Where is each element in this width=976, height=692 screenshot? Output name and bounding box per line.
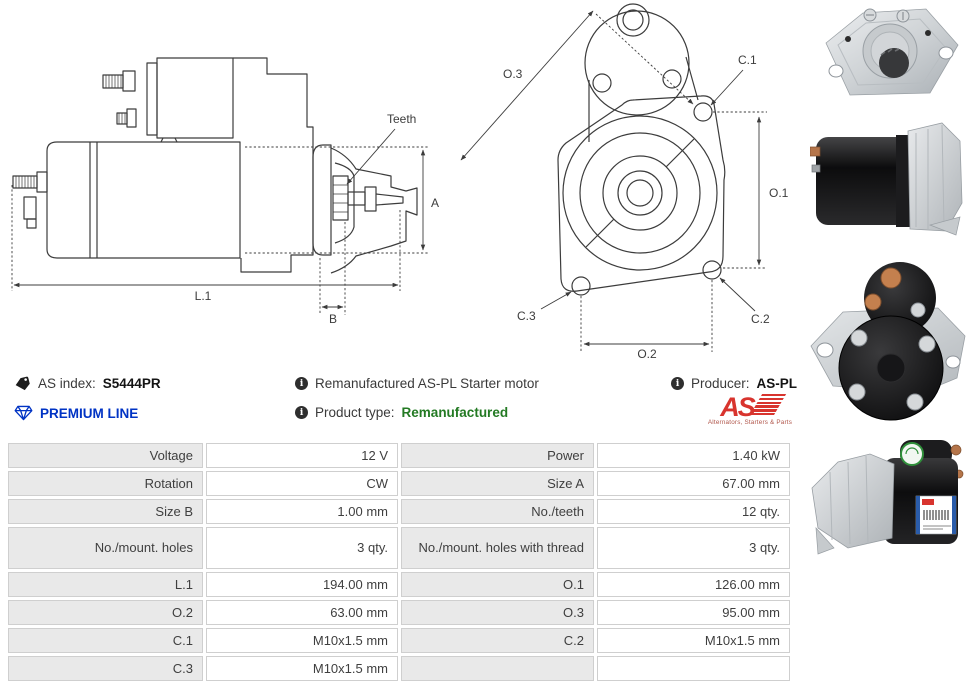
spec-label: Voltage	[8, 443, 203, 468]
spec-row-o2-o3: O.2 63.00 mm O.3 95.00 mm	[8, 600, 790, 625]
spec-value: 126.00 mm	[597, 572, 790, 597]
spec-label: C.2	[401, 628, 594, 653]
diamond-icon	[14, 405, 33, 421]
as-pl-logo: AS Alternators, Starters & Parts	[706, 392, 794, 427]
spec-row-sizeb-teeth: Size B 1.00 mm No./teeth 12 qty.	[8, 499, 790, 524]
technical-drawing-side-view: Teeth A L.1 B	[11, 57, 439, 326]
as-pl-logo-text: AS	[720, 392, 755, 422]
spec-value: 12 qty.	[597, 499, 790, 524]
spec-row-l1-o1: L.1 194.00 mm O.1 126.00 mm	[8, 572, 790, 597]
spec-label: O.1	[401, 572, 594, 597]
info-icon: i	[295, 377, 308, 390]
spec-value: 95.00 mm	[597, 600, 790, 625]
spec-value: 3 qty.	[597, 527, 790, 569]
producer-label: Producer:	[691, 376, 750, 391]
spec-label: Power	[401, 443, 594, 468]
mount-hole-c3	[571, 276, 591, 296]
spec-value	[597, 656, 790, 681]
dim-label-a: A	[431, 196, 439, 210]
product-description: i Remanufactured AS-PL Starter motor	[295, 376, 539, 391]
spec-label: O.3	[401, 600, 594, 625]
product-type: i Product type: Remanufactured	[295, 405, 508, 420]
spec-row-mount-holes: No./mount. holes 3 qty. No./mount. holes…	[8, 527, 790, 569]
product-type-label: Product type:	[315, 405, 395, 420]
product-photo-rear	[810, 262, 966, 421]
spec-row-c1-c2: C.1 M10x1.5 mm C.2 M10x1.5 mm	[8, 628, 790, 653]
spec-row-c3: C.3 M10x1.5 mm	[8, 656, 790, 681]
spec-value: 1.00 mm	[206, 499, 398, 524]
product-photo-side	[810, 122, 963, 236]
spec-row-voltage-power: Voltage 12 V Power 1.40 kW	[8, 443, 790, 468]
spec-label: C.1	[8, 628, 203, 653]
bolts	[848, 329, 936, 411]
spec-label: No./teeth	[401, 499, 594, 524]
dim-label-c3: C.3	[517, 309, 536, 323]
dim-label-b: B	[329, 312, 337, 326]
spec-table: Voltage 12 V Power 1.40 kW Rotation CW S…	[8, 443, 790, 684]
product-photo-angled-label	[811, 440, 964, 555]
spec-row-rotation-sizea: Rotation CW Size A 67.00 mm	[8, 471, 790, 496]
spec-value: M10x1.5 mm	[206, 628, 398, 653]
spec-value: 194.00 mm	[206, 572, 398, 597]
tag-icon	[15, 376, 30, 391]
starter-side-outline	[12, 57, 418, 274]
spec-label: Size B	[8, 499, 203, 524]
mount-hole-c1	[693, 102, 713, 122]
dim-label-o3: O.3	[503, 67, 523, 81]
spec-value: M10x1.5 mm	[597, 628, 790, 653]
as-pl-logo-tagline: Alternators, Starters & Parts	[707, 419, 793, 426]
dim-label-c1: C.1	[738, 53, 757, 67]
spec-value: 1.40 kW	[597, 443, 790, 468]
producer: i Producer: AS-PL	[671, 376, 797, 391]
spec-label: Size A	[401, 471, 594, 496]
mount-hole-c2	[702, 260, 722, 280]
spec-label: No./mount. holes with thread	[401, 527, 594, 569]
info-icon: i	[295, 406, 308, 419]
spec-label: O.2	[8, 600, 203, 625]
premium-line-badge: PREMIUM LINE	[14, 405, 138, 421]
pinion-opening	[879, 48, 909, 78]
dim-label-o2: O.2	[637, 347, 657, 361]
as-index-label: AS index:	[38, 376, 96, 391]
spec-value: 67.00 mm	[597, 471, 790, 496]
product-photo-front-flange	[825, 8, 959, 96]
spec-value: 63.00 mm	[206, 600, 398, 625]
spec-label: L.1	[8, 572, 203, 597]
dim-label-l1: L.1	[195, 289, 212, 303]
spec-label: No./mount. holes	[8, 527, 203, 569]
product-label	[915, 495, 957, 535]
spec-label: C.3	[8, 656, 203, 681]
spec-value: CW	[206, 471, 398, 496]
info-icon: i	[671, 377, 684, 390]
dim-label-o1: O.1	[769, 186, 789, 200]
dim-label-teeth: Teeth	[387, 112, 416, 126]
description-text: Remanufactured AS-PL Starter motor	[315, 376, 539, 391]
as-index: AS index: S5444PR	[14, 376, 161, 391]
spec-value: 3 qty.	[206, 527, 398, 569]
technical-drawing-front-view: O.3 C.1 O.1 C.2 C.3 O.2	[460, 3, 789, 361]
spec-label	[401, 656, 594, 681]
dim-label-c2: C.2	[751, 312, 770, 326]
spec-label: Rotation	[8, 471, 203, 496]
as-index-value: S5444PR	[102, 376, 161, 391]
spec-value: M10x1.5 mm	[206, 656, 398, 681]
producer-value: AS-PL	[756, 376, 798, 391]
logo-stripes-icon	[749, 393, 786, 415]
green-sticker	[900, 442, 924, 466]
starter-front-outline	[557, 3, 726, 296]
pinion-gear	[332, 175, 349, 221]
side-view-dimensions	[11, 128, 429, 315]
front-view-dimensions	[460, 10, 767, 352]
product-type-value: Remanufactured	[401, 405, 509, 420]
spec-value: 12 V	[206, 443, 398, 468]
premium-line-label: PREMIUM LINE	[40, 405, 139, 421]
